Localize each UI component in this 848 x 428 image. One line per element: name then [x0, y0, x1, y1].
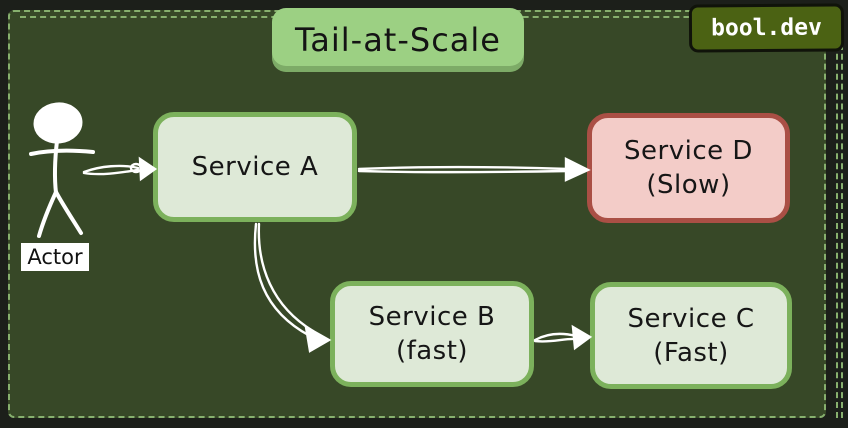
node-service-a: Service A [153, 112, 357, 222]
actor-label: Actor [21, 243, 89, 271]
node-service-b-sublabel: (fast) [395, 336, 469, 366]
watermark-badge: bool.dev [688, 3, 845, 53]
node-service-d-sublabel: (Slow) [646, 170, 731, 200]
node-service-b-label: Service B [368, 302, 496, 332]
dashed-border-right [836, 14, 838, 418]
node-service-d-label: Service D [624, 136, 753, 166]
node-service-b: Service B (fast) [330, 281, 534, 387]
node-service-c-sublabel: (Fast) [653, 337, 729, 368]
dashed-border-right-inner [841, 14, 843, 418]
diagram-title: Tail-at-Scale [272, 8, 524, 72]
node-service-c-label: Service C [627, 303, 755, 334]
node-service-a-label: Service A [191, 152, 319, 182]
node-service-c: Service C (Fast) [590, 282, 792, 389]
actor-label-text: Actor [27, 245, 83, 269]
diagram-title-label: Tail-at-Scale [295, 21, 501, 59]
watermark-label: bool.dev [711, 14, 822, 42]
node-service-d: Service D (Slow) [587, 113, 790, 223]
